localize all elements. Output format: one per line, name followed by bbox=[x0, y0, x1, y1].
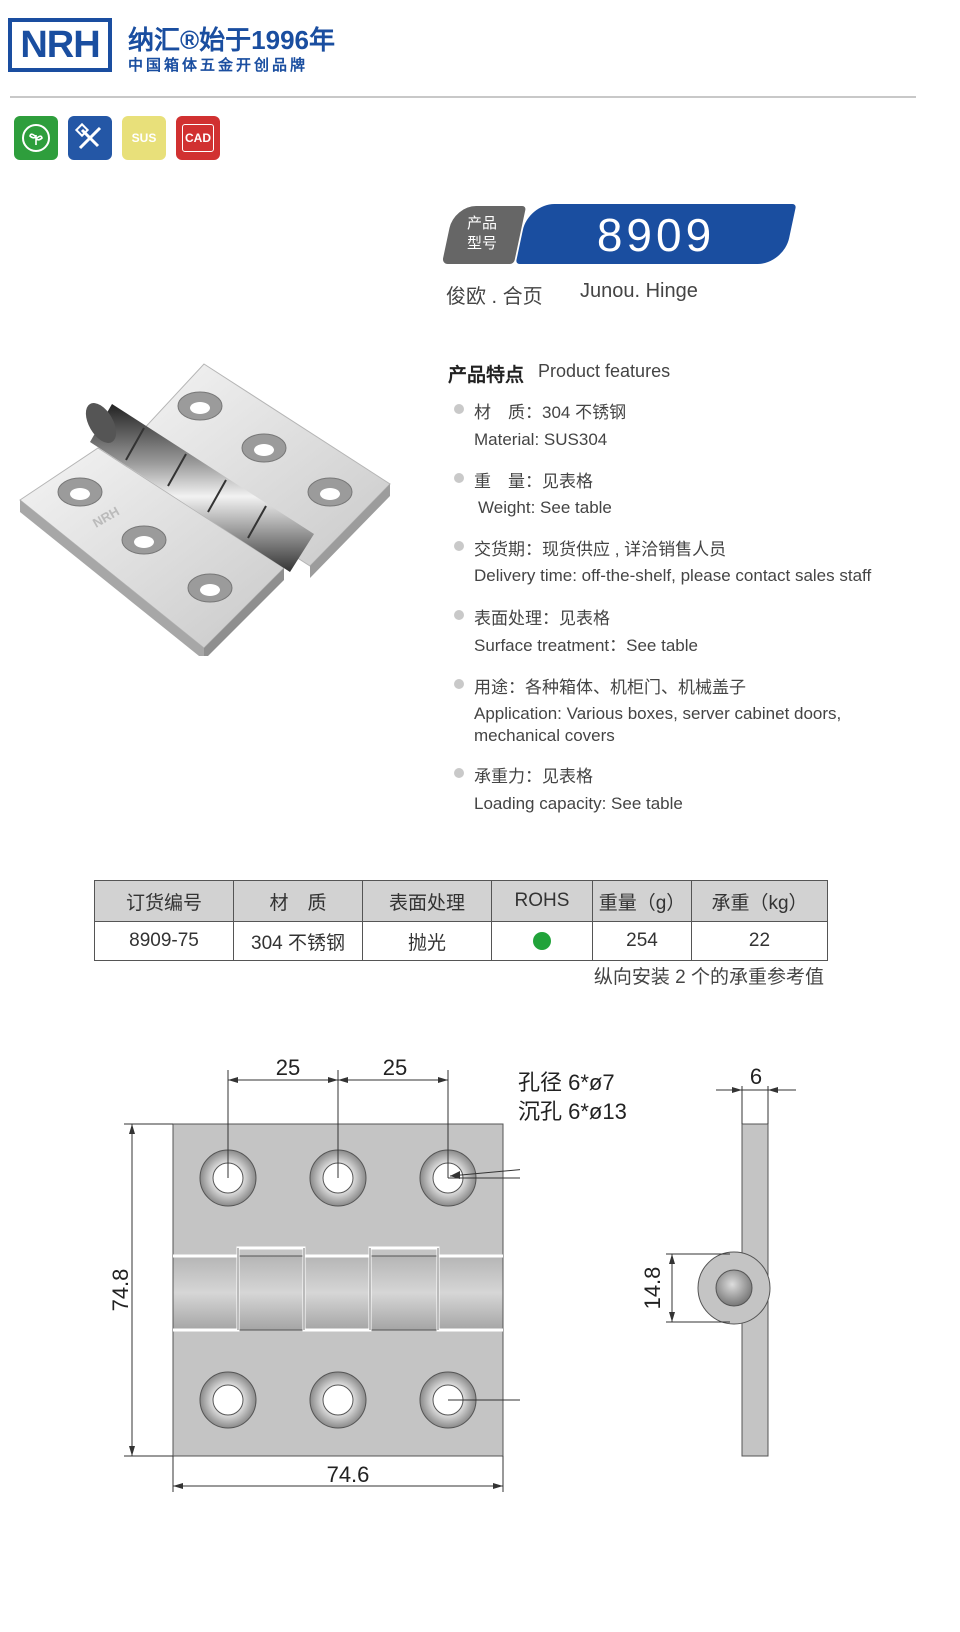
sus-badge-icon: SUS bbox=[122, 116, 166, 160]
cell-material: 304 不锈钢 bbox=[233, 921, 363, 961]
dim-width: 74.6 bbox=[327, 1462, 370, 1487]
table-header-row: 订货编号 材 质 表面处理 ROHS 重量（g） 承重（kg） bbox=[94, 880, 828, 922]
col-load: 承重（kg） bbox=[691, 880, 828, 922]
brand-logo: NRH bbox=[8, 18, 112, 72]
feature-load-en: Loading capacity: See table bbox=[474, 794, 683, 813]
hole-note-countersink: 沉孔 6*ø13 bbox=[518, 1099, 627, 1124]
feature-weight-cn: 重 量：见表格 bbox=[474, 472, 593, 491]
table-row: 8909-75 304 不锈钢 抛光 254 22 bbox=[94, 921, 828, 961]
brand-tagline: 中国箱体五金开创品牌 bbox=[128, 57, 309, 74]
hinge-product-image: NRH bbox=[19, 363, 391, 656]
col-order-code: 订货编号 bbox=[94, 880, 234, 922]
feature-surface-en: Surface treatment：See table bbox=[474, 636, 698, 655]
bullet-icon bbox=[454, 541, 464, 551]
cell-order-code: 8909-75 bbox=[94, 921, 234, 961]
feature-application-cn: 用途：各种箱体、机柜门、机械盖子 bbox=[474, 678, 746, 697]
feature-delivery-en: Delivery time: off-the-shelf, please con… bbox=[474, 566, 872, 585]
spec-table: 订货编号 材 质 表面处理 ROHS 重量（g） 承重（kg） 8909-75 … bbox=[94, 880, 828, 961]
col-surface: 表面处理 bbox=[362, 880, 492, 922]
cell-surface: 抛光 bbox=[362, 921, 492, 961]
front-view-drawing: 25 25 74.8 74.6 50 bbox=[108, 1055, 520, 1492]
bullet-icon bbox=[454, 473, 464, 483]
bullet-icon bbox=[454, 679, 464, 689]
hole-note: 孔径 6*ø7 沉孔 6*ø13 bbox=[518, 1068, 627, 1126]
side-knuckle-dim: 14.8 bbox=[640, 1267, 665, 1310]
feature-load-cn: 承重力：见表格 bbox=[474, 767, 593, 786]
feature-surface-cn: 表面处理：见表格 bbox=[474, 609, 610, 628]
cell-load: 22 bbox=[691, 921, 828, 961]
product-name-en: Junou. Hinge bbox=[580, 280, 698, 302]
feature-material-cn: 材 质：304 不锈钢 bbox=[474, 403, 627, 422]
dim-spacing-1: 25 bbox=[276, 1055, 300, 1080]
tools-badge-icon bbox=[68, 116, 112, 160]
feature-material-en: Material: SUS304 bbox=[474, 430, 608, 449]
feature-delivery-cn: 交货期：现货供应 , 详洽销售人员 bbox=[474, 540, 727, 559]
cell-weight: 254 bbox=[592, 921, 692, 961]
col-material: 材 质 bbox=[233, 880, 363, 922]
bullet-icon bbox=[454, 768, 464, 778]
model-tag-label: 产品 型号 bbox=[466, 215, 497, 252]
cad-badge-icon: CAD bbox=[176, 116, 220, 160]
product-name-cn: 俊欧 . 合页 bbox=[446, 286, 543, 308]
cell-rohs bbox=[491, 921, 593, 961]
brand-slogan: 纳汇®始于1996年 bbox=[128, 25, 335, 55]
feature-application-en: Application: Various boxes, server cabin… bbox=[474, 704, 842, 745]
hole-note-diameter: 孔径 6*ø7 bbox=[518, 1070, 615, 1095]
rohs-compliant-icon bbox=[533, 931, 551, 950]
features-title-en: Product features bbox=[538, 361, 671, 381]
model-number: 8909 bbox=[596, 209, 716, 261]
dim-height: 74.8 bbox=[108, 1269, 133, 1312]
eco-badge-icon bbox=[14, 116, 58, 160]
features-title-cn: 产品特点 bbox=[448, 365, 525, 386]
side-thickness: 6 bbox=[750, 1064, 762, 1089]
table-note: 纵向安装 2 个的承重参考值 bbox=[593, 967, 824, 988]
bullet-icon bbox=[454, 610, 464, 620]
side-view-drawing: 6 14.8 bbox=[640, 1064, 796, 1457]
dim-spacing-2: 25 bbox=[383, 1055, 407, 1080]
bullet-icon bbox=[454, 404, 464, 414]
header-divider bbox=[10, 96, 916, 98]
feature-weight-en: Weight: See table bbox=[478, 498, 612, 517]
col-weight: 重量（g） bbox=[592, 880, 692, 922]
col-rohs: ROHS bbox=[491, 880, 593, 922]
